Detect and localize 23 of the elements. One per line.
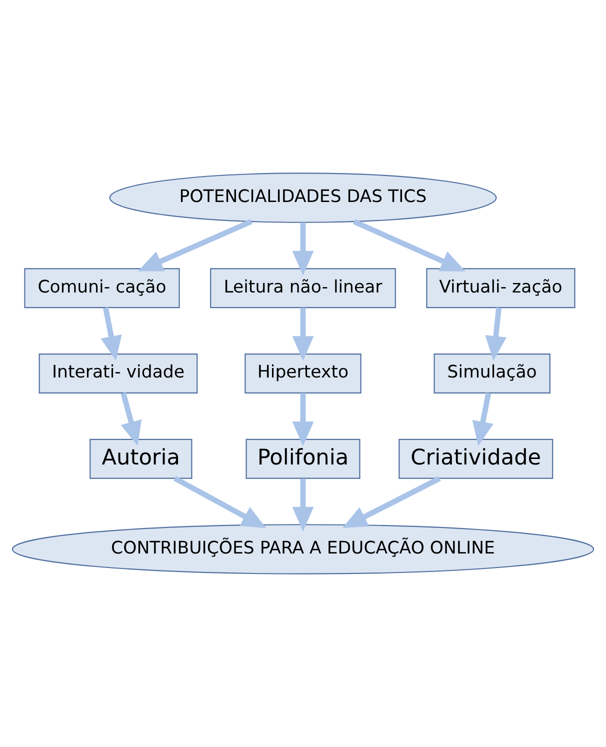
node-box: Hipertexto xyxy=(244,354,362,394)
node-box: Comuni- cação xyxy=(24,268,180,308)
arrow xyxy=(292,308,314,361)
arrow xyxy=(120,392,142,446)
node-box: Autoria xyxy=(90,438,192,479)
arrow xyxy=(342,476,441,528)
node-box: Polifonia xyxy=(246,438,360,479)
node-box: Leitura não- linear xyxy=(210,268,396,308)
arrow xyxy=(138,219,252,272)
arrow xyxy=(352,219,466,272)
arrow xyxy=(292,222,314,276)
node-box: Criatividade xyxy=(398,438,554,479)
node-box: Interati- vidade xyxy=(38,354,198,394)
arrow xyxy=(472,392,494,446)
arrow xyxy=(174,476,266,528)
node-box: Simulação xyxy=(434,354,550,394)
node-ellipse: CONTRIBUIÇÕES PARA A EDUCAÇÃO ONLINE xyxy=(12,524,594,574)
arrow xyxy=(100,307,122,361)
arrow xyxy=(485,307,507,361)
node-box: Virtuali- zação xyxy=(426,268,576,308)
node-ellipse: POTENCIALIDADES DAS TICS xyxy=(109,172,497,223)
arrow xyxy=(292,478,314,532)
arrow xyxy=(292,393,314,446)
